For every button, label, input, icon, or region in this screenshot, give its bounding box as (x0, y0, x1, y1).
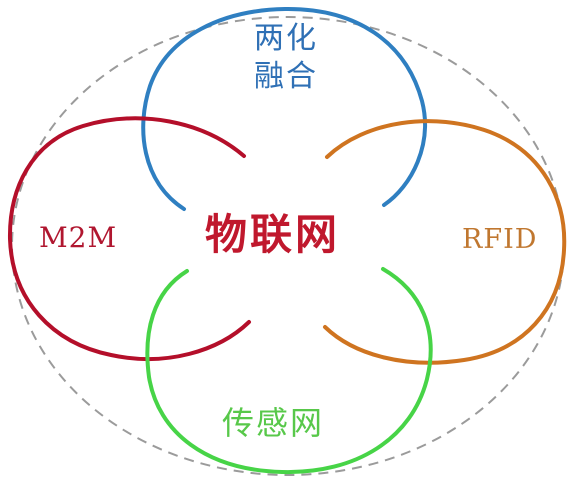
top-label: 两化融合 (254, 21, 318, 94)
bottom-petal (145, 267, 433, 475)
bottom-label: 传感网 (222, 404, 325, 442)
right-label: RFID (462, 224, 538, 255)
left-petal (7, 116, 251, 362)
top-petal (141, 6, 427, 211)
right-petal (323, 119, 567, 365)
center-label: 物联网 (205, 210, 341, 259)
left-label: M2M (39, 221, 118, 254)
